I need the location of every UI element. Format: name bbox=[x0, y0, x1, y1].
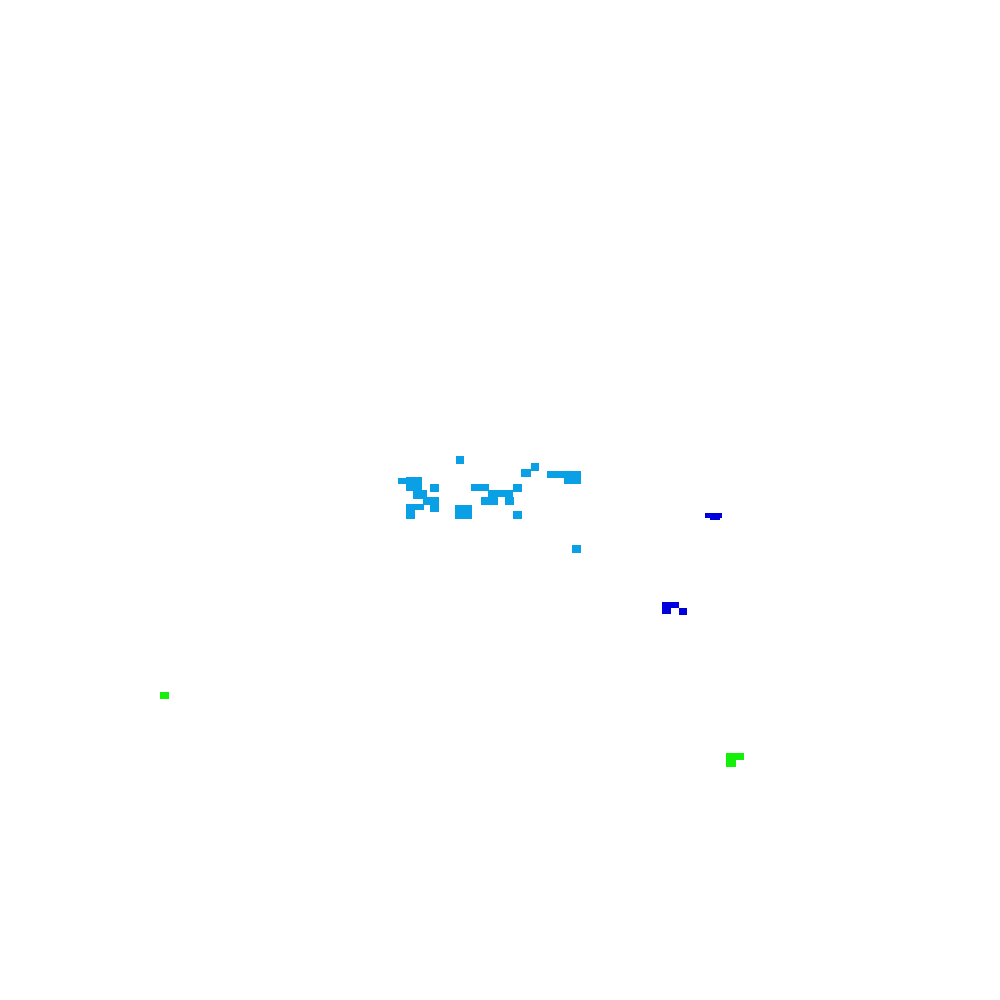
light-blue-block bbox=[423, 497, 439, 505]
light-blue-block bbox=[455, 505, 472, 519]
light-blue-block bbox=[513, 511, 522, 519]
green-block bbox=[726, 759, 736, 767]
light-blue-cluster bbox=[398, 456, 581, 553]
dark-blue-block bbox=[679, 608, 687, 615]
dark-blue-block bbox=[662, 607, 671, 614]
dark-blue-cluster bbox=[662, 513, 722, 615]
light-blue-block bbox=[521, 469, 531, 477]
light-blue-block bbox=[547, 471, 565, 478]
light-blue-block bbox=[406, 510, 415, 519]
light-blue-block bbox=[406, 477, 422, 491]
light-blue-block bbox=[505, 497, 514, 505]
light-blue-block bbox=[481, 497, 498, 505]
dark-blue-block bbox=[710, 518, 720, 520]
dark-blue-block bbox=[705, 513, 722, 518]
light-blue-block bbox=[406, 504, 424, 510]
light-blue-block bbox=[413, 490, 427, 499]
green-block bbox=[726, 753, 744, 760]
light-blue-block bbox=[531, 463, 539, 471]
green-block bbox=[160, 692, 169, 699]
light-blue-block bbox=[430, 484, 439, 492]
light-blue-block bbox=[430, 504, 439, 512]
light-blue-block bbox=[488, 490, 513, 497]
light-blue-block bbox=[456, 456, 464, 464]
green-cluster bbox=[160, 692, 744, 767]
light-blue-block bbox=[564, 471, 581, 484]
light-blue-block bbox=[398, 478, 408, 484]
light-blue-block bbox=[513, 484, 522, 492]
light-blue-block bbox=[471, 484, 489, 491]
light-blue-block bbox=[572, 545, 581, 553]
dark-blue-block bbox=[662, 602, 679, 608]
